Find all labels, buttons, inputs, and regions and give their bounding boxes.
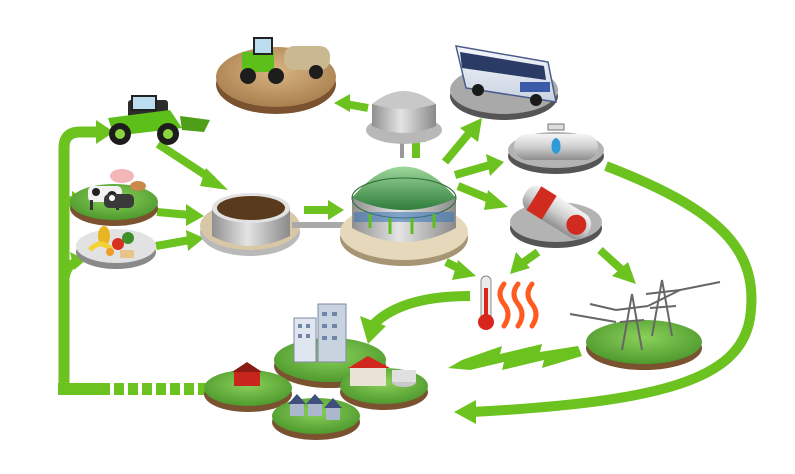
generator-icon bbox=[522, 185, 592, 240]
fruit-vegetables-icon bbox=[88, 226, 134, 258]
gas-grid-disc bbox=[508, 123, 604, 174]
gas-storage bbox=[366, 91, 442, 144]
flow-arrows bbox=[58, 94, 757, 424]
cow-pig-icon bbox=[88, 169, 146, 210]
thermometer-heat-icon bbox=[478, 275, 539, 330]
gas-holder-icon bbox=[372, 91, 436, 109]
digester-icon bbox=[352, 166, 456, 210]
tractor-icon bbox=[108, 95, 210, 145]
return-loop-arrow bbox=[58, 120, 206, 395]
houses-icon bbox=[288, 394, 342, 420]
pipe bbox=[292, 222, 348, 228]
pre-storage-tank bbox=[200, 193, 300, 256]
pipeline-icon bbox=[514, 123, 598, 160]
food-waste-disc bbox=[76, 226, 156, 269]
power-grid-disc bbox=[569, 279, 721, 370]
livestock-disc bbox=[70, 169, 158, 226]
consumers-cluster bbox=[204, 303, 428, 440]
tractor-spreader-disc bbox=[216, 37, 336, 114]
input-arrows bbox=[155, 140, 228, 251]
bus-disc bbox=[450, 45, 558, 120]
bus-icon bbox=[455, 45, 557, 106]
farm-barn-icon bbox=[232, 362, 262, 386]
power-tower-icon bbox=[569, 279, 721, 351]
slurry-tank-icon bbox=[217, 196, 285, 220]
city-buildings-icon bbox=[293, 303, 347, 363]
biogas-digester bbox=[340, 130, 468, 266]
tractor-tanker-icon bbox=[240, 37, 330, 84]
industry-icon bbox=[348, 356, 416, 387]
chp-generator-disc bbox=[510, 185, 602, 248]
